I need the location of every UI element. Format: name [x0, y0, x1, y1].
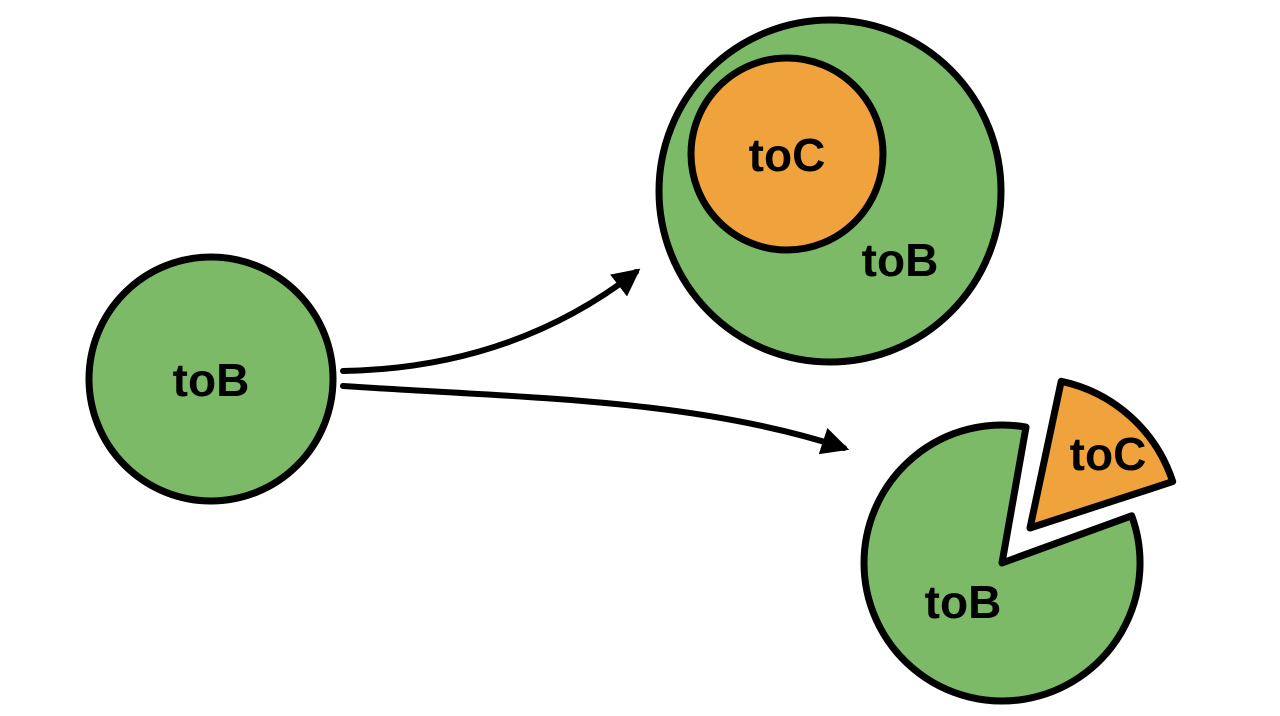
pie-toc-label: toC — [1070, 428, 1147, 480]
pie-tob-body — [860, 421, 1144, 705]
nested-toc-label: toC — [749, 129, 826, 181]
nested-toc-circle — [687, 54, 887, 254]
arrow-to-nested-model — [340, 268, 641, 374]
arrow-to-pie-model — [340, 383, 850, 455]
nested-tob-label: toB — [862, 234, 939, 286]
pie-toc-slice — [1026, 377, 1177, 532]
pie-tob-label: toB — [925, 576, 1002, 628]
source-tob-label: toB — [173, 354, 250, 406]
source-tob-circle — [85, 253, 337, 505]
